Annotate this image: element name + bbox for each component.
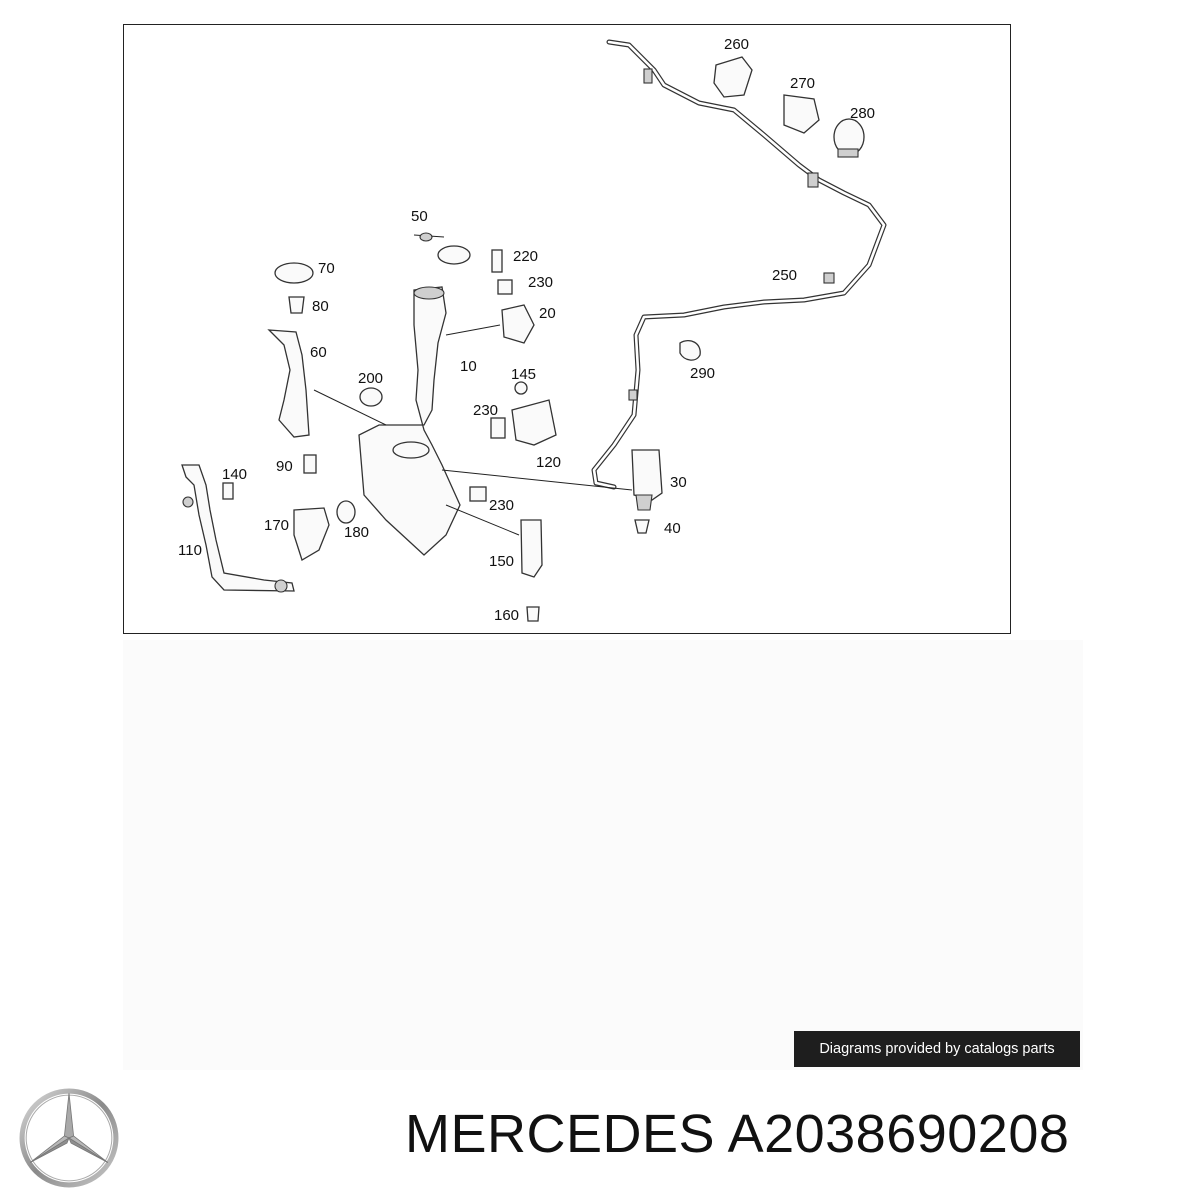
diagram-continuation-area <box>123 640 1083 1070</box>
label-180: 180 <box>344 524 369 541</box>
label-290: 290 <box>690 365 715 382</box>
filler-cap-50 <box>437 245 471 265</box>
grommet-40 <box>634 519 650 534</box>
hose-clip-290 <box>679 340 701 361</box>
washer-hose <box>591 39 887 490</box>
hose-clip-260 <box>713 56 753 98</box>
label-120: 120 <box>536 454 561 471</box>
screw-140 <box>222 482 234 500</box>
label-230-top: 230 <box>528 274 553 291</box>
label-50: 50 <box>411 208 428 225</box>
hose-clip-270 <box>783 94 820 134</box>
bracket-20 <box>501 304 535 344</box>
label-220: 220 <box>513 248 538 265</box>
label-250: 250 <box>772 267 797 284</box>
label-10: 10 <box>460 358 477 375</box>
label-30: 30 <box>670 474 687 491</box>
grommet-180 <box>336 500 356 524</box>
label-40: 40 <box>664 520 681 537</box>
seal-200 <box>359 387 383 407</box>
label-260: 260 <box>724 36 749 53</box>
label-280: 280 <box>850 105 875 122</box>
mercedes-star-icon <box>19 1088 119 1188</box>
label-170: 170 <box>264 517 289 534</box>
label-110: 110 <box>178 542 202 559</box>
label-200: 200 <box>358 370 383 387</box>
label-90: 90 <box>276 458 293 475</box>
washer-reservoir-10 <box>358 286 461 556</box>
label-230-low: 230 <box>489 497 514 514</box>
label-140: 140 <box>222 466 247 483</box>
bracket-110 <box>181 464 295 592</box>
clip-230-mid <box>490 417 506 439</box>
brand-part-title: MERCEDES A2038690208 <box>405 1104 1070 1164</box>
parts-diagram-frame: 10 20 30 40 50 60 70 80 90 110 120 140 1… <box>123 24 1011 634</box>
diagram-credit-badge: Diagrams provided by catalogs parts <box>794 1031 1080 1067</box>
label-80: 80 <box>312 298 329 315</box>
label-150: 150 <box>489 553 514 570</box>
label-230-mid: 230 <box>473 402 498 419</box>
clip-230-top <box>497 279 513 295</box>
washer-pump-150 <box>520 519 543 578</box>
grommet-160 <box>526 606 540 622</box>
bolt-220 <box>491 249 503 273</box>
bracket-120 <box>511 399 557 446</box>
label-145: 145 <box>511 366 536 383</box>
clip-230-low <box>469 486 487 502</box>
label-160: 160 <box>494 607 519 624</box>
nut-145 <box>514 381 528 395</box>
washer-pump-30 <box>631 449 663 501</box>
bracket-60 <box>267 329 310 438</box>
cover-70 <box>274 262 314 284</box>
grommet-80 <box>288 296 305 314</box>
part-90 <box>303 454 317 474</box>
label-270: 270 <box>790 75 815 92</box>
washer-system-diagram: 10 20 30 40 50 60 70 80 90 110 120 140 1… <box>178 36 887 624</box>
label-70: 70 <box>318 260 335 277</box>
level-sensor-170 <box>293 507 330 561</box>
label-20: 20 <box>539 305 556 322</box>
label-60: 60 <box>310 344 327 361</box>
